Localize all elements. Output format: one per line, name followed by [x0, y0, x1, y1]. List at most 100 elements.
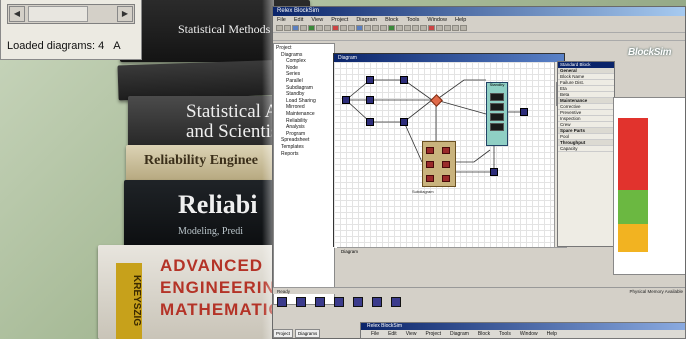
property-row[interactable]: Beta — [558, 92, 614, 98]
toolbar-button-icon[interactable] — [404, 25, 411, 31]
tree-item[interactable]: Project — [276, 45, 292, 51]
diagram-block[interactable] — [366, 118, 374, 126]
property-row[interactable]: Inspection — [558, 116, 614, 122]
scroll-right-icon[interactable]: ▶ — [117, 6, 133, 22]
toolbar-button-icon[interactable] — [452, 25, 459, 31]
tree-item[interactable]: Diagrams — [281, 51, 303, 58]
palette-block-icon[interactable] — [372, 297, 382, 307]
menu-item[interactable]: Window — [427, 17, 447, 23]
menu-item[interactable]: Diagram — [450, 331, 469, 337]
subdiagram-block[interactable] — [422, 141, 456, 187]
tree-item[interactable]: Analysis — [286, 124, 305, 131]
menu-item[interactable]: File — [277, 17, 286, 23]
diagram-block[interactable] — [342, 96, 350, 104]
tree-item[interactable]: Maintenance — [286, 110, 315, 117]
diagram-block[interactable] — [490, 168, 498, 176]
menu-item[interactable]: Block — [385, 17, 399, 23]
menu-item[interactable]: Tools — [499, 331, 511, 337]
diagram-block[interactable] — [366, 76, 374, 84]
standby-container[interactable]: Standby — [486, 82, 508, 146]
property-row[interactable]: Corrective — [558, 104, 614, 110]
diagram-block[interactable] — [366, 96, 374, 104]
menu-item[interactable]: Help — [546, 331, 557, 337]
toolbar-button-icon[interactable] — [380, 25, 387, 31]
palette-block-icon[interactable] — [391, 297, 401, 307]
palette-block-icon[interactable] — [353, 297, 363, 307]
palette-block-icon[interactable] — [296, 297, 306, 307]
toolbar-button-icon[interactable] — [292, 25, 299, 31]
menu-item[interactable]: Help — [454, 17, 467, 23]
palette-block-icon[interactable] — [315, 297, 325, 307]
diagram-block[interactable] — [442, 147, 450, 154]
toolbar-button-icon[interactable] — [388, 25, 395, 31]
menu-item[interactable]: Edit — [293, 17, 304, 23]
scroll-thumb[interactable] — [28, 6, 88, 22]
palette-block-icon[interactable] — [277, 297, 287, 307]
toolbar-button-icon[interactable] — [300, 25, 307, 31]
menu-item[interactable]: Project — [425, 331, 441, 337]
toolbar-button-icon[interactable] — [428, 25, 435, 31]
diagram-block[interactable] — [400, 118, 408, 126]
explorer-tab[interactable]: Diagrams — [295, 329, 321, 338]
scroll-left-icon[interactable]: ◀ — [9, 6, 25, 22]
property-row[interactable]: Preventive — [558, 110, 614, 116]
toolbar-button-icon[interactable] — [356, 25, 363, 31]
property-row[interactable]: Pool — [558, 134, 614, 140]
tree-item[interactable]: Subdiagram — [286, 84, 313, 91]
diagram-block[interactable] — [442, 175, 450, 182]
explorer-tab[interactable]: Project — [273, 329, 294, 338]
diagram-canvas[interactable]: Subdiagram Standby — [334, 62, 556, 248]
tree-item[interactable]: Load Sharing — [286, 97, 316, 104]
toolbar-button-icon[interactable] — [436, 25, 443, 31]
diagram-block[interactable] — [490, 93, 504, 101]
toolbar-button-icon[interactable] — [420, 25, 427, 31]
diagram-block[interactable] — [426, 175, 434, 182]
menu-item[interactable]: Window — [519, 331, 538, 337]
horizontal-scrollbar[interactable]: ◀ ▶ — [7, 4, 135, 24]
diagram-block[interactable] — [400, 76, 408, 84]
toolbar-button-icon[interactable] — [372, 25, 379, 31]
toolbar-button-icon[interactable] — [340, 25, 347, 31]
tree-item[interactable]: Standby — [286, 91, 305, 98]
diagram-block[interactable] — [520, 108, 528, 116]
menu-item[interactable]: File — [371, 331, 380, 337]
toolbar-button-icon[interactable] — [412, 25, 419, 31]
property-row[interactable]: Crew — [558, 122, 614, 128]
tree-item[interactable]: Node — [286, 64, 298, 71]
property-row[interactable]: Capacity — [558, 146, 614, 152]
toolbar-button-icon[interactable] — [308, 25, 315, 31]
toolbar-button-icon[interactable] — [364, 25, 371, 31]
menu-item[interactable]: Tools — [406, 17, 420, 23]
menu-item[interactable]: Project — [331, 17, 349, 23]
menu-item[interactable]: View — [311, 17, 324, 23]
toolbar-button-icon[interactable] — [396, 25, 403, 31]
property-row[interactable]: Spare Parts — [558, 128, 614, 134]
diagram-block[interactable] — [442, 161, 450, 168]
diagram-block[interactable] — [490, 103, 504, 111]
diagram-block[interactable] — [490, 123, 504, 131]
tree-item[interactable]: Spreadsheet — [281, 137, 310, 144]
tree-item[interactable]: Series — [286, 71, 301, 78]
property-row[interactable]: Throughput — [558, 140, 614, 146]
menu-item[interactable]: Block — [477, 331, 491, 337]
property-row[interactable]: General — [558, 68, 614, 74]
tree-item[interactable]: Mirrored — [286, 104, 305, 111]
toolbar-button-icon[interactable] — [444, 25, 451, 31]
menu-item[interactable]: Edit — [388, 331, 397, 337]
tree-item[interactable]: Program — [286, 130, 306, 137]
toolbar-button-icon[interactable] — [276, 25, 283, 31]
tree-item[interactable]: Reports — [281, 150, 299, 157]
toolbar-button-icon[interactable] — [324, 25, 331, 31]
menu-item[interactable]: View — [405, 331, 417, 337]
diagram-block[interactable] — [426, 161, 434, 168]
diagram-block[interactable] — [426, 147, 434, 154]
property-row[interactable]: Maintenance — [558, 98, 614, 104]
toolbar-button-icon[interactable] — [348, 25, 355, 31]
toolbar-button-icon[interactable] — [316, 25, 323, 31]
tree-item[interactable]: Templates — [281, 143, 304, 150]
menu-item[interactable]: Diagram — [356, 17, 378, 23]
tab-diagram[interactable]: Diagram — [341, 249, 359, 254]
toolbar-button-icon[interactable] — [460, 25, 467, 31]
toolbar-button-icon[interactable] — [284, 25, 291, 31]
